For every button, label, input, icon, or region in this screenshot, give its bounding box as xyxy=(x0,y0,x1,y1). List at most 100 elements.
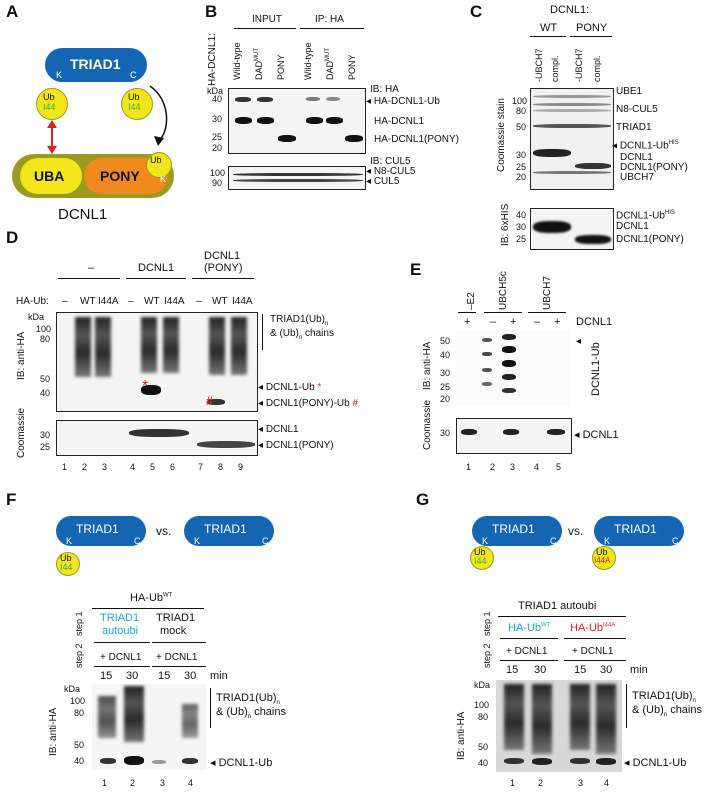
hash-marker: # xyxy=(206,394,213,408)
uba-label: UBA xyxy=(34,168,65,184)
ub-circle-left xyxy=(36,88,68,120)
ha-blot xyxy=(228,88,366,154)
triad1-shape xyxy=(472,516,562,546)
band-label: ◂ DCNL1-Ub xyxy=(624,757,687,769)
triad1-label: TRIAD1 xyxy=(76,522,119,536)
coomassie-gel xyxy=(456,418,572,454)
panel-letter: A xyxy=(6,2,19,21)
band-label: HA-DCNL1(PONY) xyxy=(374,134,460,145)
lane-label: compl. xyxy=(592,55,602,82)
lane-number: 5 xyxy=(150,462,156,472)
panel-letter: B xyxy=(205,2,218,21)
lane-number: 5 xyxy=(556,462,562,472)
lane-number: 3 xyxy=(578,778,584,788)
mw-marker: 50 xyxy=(440,336,451,346)
lane-number: 1 xyxy=(510,778,516,788)
ib-label: IB: 6xHIS xyxy=(500,203,511,246)
ha-ub-label: HA-Ub: xyxy=(16,296,49,307)
lane-number: 1 xyxy=(102,778,108,788)
group-label: DCNL1 xyxy=(204,250,241,262)
k-label: K xyxy=(66,536,73,546)
band-label: ◂ DCNL1-UbHIS xyxy=(612,140,679,152)
mw-marker: 80 xyxy=(516,106,527,116)
mw-marker: 40 xyxy=(516,210,527,220)
time-label: 30 xyxy=(184,670,197,682)
column-label: TRIAD1 xyxy=(156,612,196,624)
lane-number: 9 xyxy=(238,462,244,472)
lane-number: 4 xyxy=(130,462,136,472)
group-label: – xyxy=(88,262,95,274)
i44-label: I44 xyxy=(474,556,487,566)
header-label: TRIAD1 autoubi xyxy=(518,600,597,612)
input-underline xyxy=(234,28,296,29)
triad1-shape xyxy=(594,516,684,546)
band-label: ◂ DCNL1-Ub * xyxy=(258,382,322,393)
c-label: C xyxy=(130,70,137,80)
lane-number: 7 xyxy=(198,462,204,472)
mw-marker: 50 xyxy=(516,122,527,132)
mw-marker: 90 xyxy=(212,178,223,188)
band-label: DCNL1 xyxy=(620,152,653,163)
lane-label: DADMUT xyxy=(254,47,264,80)
lane-label: -UBCH7 xyxy=(534,48,544,82)
min-label: min xyxy=(630,664,648,676)
anti-ha-blot xyxy=(92,684,206,770)
lane-number: 4 xyxy=(534,462,540,472)
mw-marker: 100 xyxy=(512,96,528,106)
mw-marker: 25 xyxy=(40,442,51,452)
panel-letter: F xyxy=(6,490,17,509)
bracket xyxy=(262,314,263,350)
plus-minus: – xyxy=(534,316,541,328)
mw-marker: 50 xyxy=(74,740,85,750)
chains-label: TRIAD1(Ub)n xyxy=(216,692,280,707)
group-label: (PONY) xyxy=(204,262,243,274)
ub-label: Ub xyxy=(60,553,72,563)
time-label: 15 xyxy=(574,664,587,676)
lane-number: 1 xyxy=(62,462,68,472)
plus-label: + DCNL1 xyxy=(572,646,614,657)
kda-label: kDa xyxy=(64,684,81,694)
ub-circle xyxy=(470,546,494,570)
mw-marker: 100 xyxy=(474,700,490,710)
lane-number: 2 xyxy=(82,462,88,472)
lane-number: 2 xyxy=(538,778,544,788)
coomassie-gel xyxy=(56,420,258,456)
mw-marker: 25 xyxy=(516,234,527,244)
ib-label: IB: anti-HA xyxy=(48,707,59,756)
lane-tag: – xyxy=(62,296,68,307)
band-label: N8-CUL5 xyxy=(616,104,658,115)
column-label: HA-UbWT xyxy=(508,622,551,634)
ha-ub-label: HA-UbWT xyxy=(130,592,173,604)
mw-marker: 20 xyxy=(440,394,451,404)
lane-number: 2 xyxy=(130,778,136,788)
ub-circle xyxy=(592,546,616,570)
star-marker: * xyxy=(142,378,149,395)
col-underline xyxy=(564,638,626,639)
ib-label: IB: CUL5 xyxy=(370,156,411,167)
i44-label: I44 xyxy=(43,102,56,112)
group-underline xyxy=(484,312,522,313)
ib-label: IB: anti-HA xyxy=(422,341,433,390)
input-label: INPUT xyxy=(252,14,282,25)
cul5-blot xyxy=(228,166,366,190)
triad1-shape xyxy=(56,516,146,546)
time-label: 15 xyxy=(506,664,519,676)
band-label: ◂ DCNL1-Ub xyxy=(210,757,273,769)
time-label: 15 xyxy=(158,670,171,682)
anti-ha-blot xyxy=(456,330,570,406)
ib-label: IB: anti-HA xyxy=(16,331,27,380)
dcnl1-label: DCNL1 xyxy=(576,316,613,328)
plus-label: + DCNL1 xyxy=(506,646,548,657)
header-underline xyxy=(92,608,204,609)
plus-label: + DCNL1 xyxy=(156,652,198,663)
panel-letter: G xyxy=(416,490,430,509)
i44-label: I44 xyxy=(128,102,141,112)
lane-label: -UBCH7 xyxy=(574,48,584,82)
lane-label: DADMUT xyxy=(325,47,335,80)
column-label: TRIAD1 xyxy=(100,612,140,624)
ub-label: DCNL1-Ub xyxy=(590,342,602,396)
mw-marker: 20 xyxy=(212,143,223,153)
k-label: K xyxy=(194,536,201,546)
lane-label: Wild-type xyxy=(303,42,313,80)
pony-underline xyxy=(570,36,612,37)
